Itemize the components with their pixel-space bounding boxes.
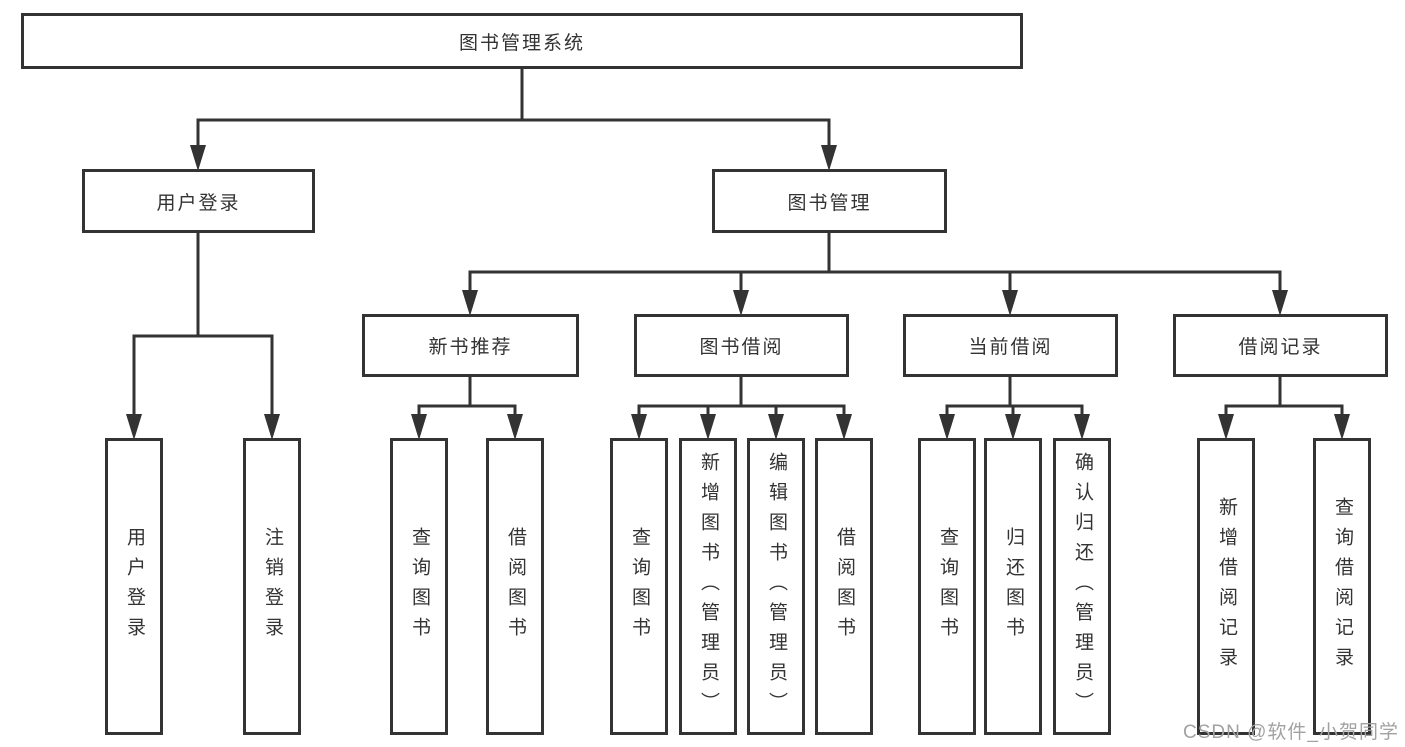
arrowheads bbox=[126, 145, 1350, 440]
node-new-book-recommendation: 新书推荐 bbox=[362, 314, 579, 377]
node-library-system: 图书管理系统 bbox=[21, 13, 1023, 69]
csdn-watermark: CSDN @软件_小贺同学 bbox=[1183, 722, 1399, 743]
node-book-borrowing: 图书借阅 bbox=[634, 314, 849, 377]
leaf-add-borrow-record: 新增借阅记录 bbox=[1197, 438, 1255, 735]
leaf-return-book: 归还图书 bbox=[984, 438, 1042, 735]
leaf-query-books-recommend: 查询图书 bbox=[390, 438, 448, 735]
leaf-logout: 注销登录 bbox=[243, 438, 301, 735]
leaf-borrow-books-borrowing: 借阅图书 bbox=[815, 438, 873, 735]
node-borrowing-records: 借阅记录 bbox=[1173, 314, 1388, 377]
leaf-query-books-borrowing: 查询图书 bbox=[610, 438, 668, 735]
leaf-add-book-admin: 新增图书（管理员） bbox=[679, 438, 737, 735]
leaf-query-borrow-record: 查询借阅记录 bbox=[1313, 438, 1371, 735]
leaf-borrow-books-recommend: 借阅图书 bbox=[486, 438, 544, 735]
node-user-login: 用户登录 bbox=[82, 169, 315, 233]
node-book-management: 图书管理 bbox=[712, 169, 947, 233]
leaf-query-books-current: 查询图书 bbox=[918, 438, 976, 735]
leaf-user-login: 用户登录 bbox=[105, 438, 163, 735]
node-current-borrowing: 当前借阅 bbox=[903, 314, 1118, 377]
leaf-edit-book-admin: 编辑图书（管理员） bbox=[747, 438, 805, 735]
leaf-confirm-return-admin: 确认归还（管理员） bbox=[1053, 438, 1111, 735]
